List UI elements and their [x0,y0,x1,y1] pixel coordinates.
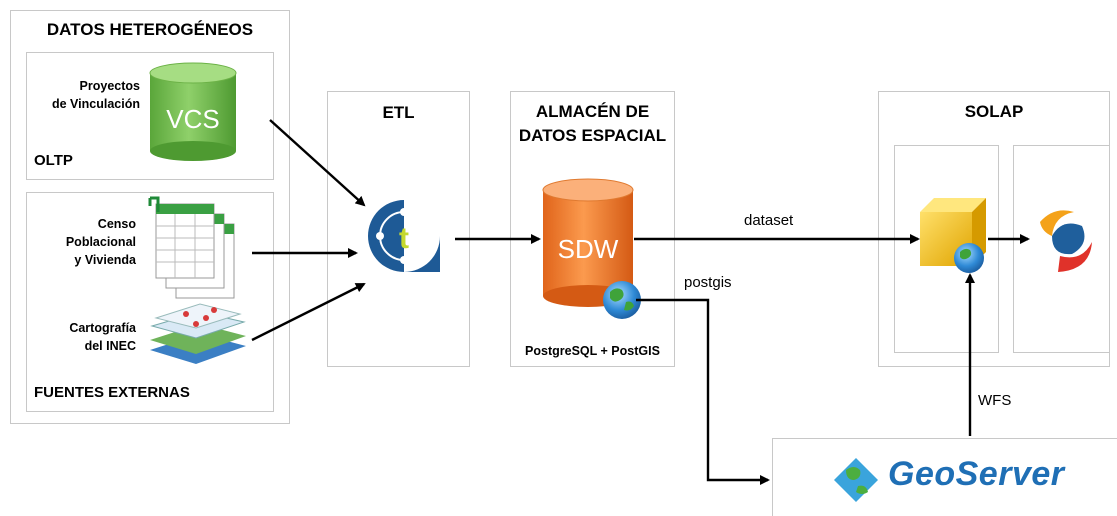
vcs-database-icon [149,62,237,161]
postgis-label: postgis [684,274,732,291]
connector-arrows [251,119,1030,485]
external-sources-label: FUENTES EXTERNAS [34,384,190,401]
censo-label-line3: y Vivienda [74,253,136,267]
solap-title: SOLAP [964,102,1024,121]
project-label-line2: de Vinculación [52,97,140,111]
vcs-label: VCS [166,104,219,134]
sdw-database-icon [542,178,634,307]
dataset-label: dataset [744,212,794,229]
carto-label-line1: Cartografía [69,321,136,335]
carto-label-line2: del INEC [84,339,136,353]
spreadsheet-stack-icon [148,196,235,299]
etl-talend-logo-icon [368,200,440,272]
sdw-label: SDW [558,234,619,264]
solap-globe-icon [954,243,984,273]
solap-client-logo-icon [1040,210,1092,272]
warehouse-footer: PostgreSQL + PostGIS [525,344,660,358]
warehouse-title-line1: ALMACÉN DE [535,102,650,121]
censo-label-line2: Poblacional [65,235,136,249]
geoserver-name: GeoServer [888,455,1065,493]
project-label-line1: Proyectos [79,79,140,93]
censo-label-line1: Censo [97,217,136,231]
postgis-globe-icon [603,281,641,319]
oltp-label: OLTP [34,152,73,169]
geoserver-box [772,438,1117,516]
map-layers-icon [150,303,246,364]
etl-title: ETL [382,103,415,122]
geoserver-globe-icon [834,458,878,502]
sources-title: DATOS HETEROGÉNEOS [46,20,254,39]
warehouse-title-line2: DATOS ESPACIAL [518,126,667,145]
etl-logo-letter: t [399,222,409,255]
wfs-label: WFS [978,392,1012,409]
